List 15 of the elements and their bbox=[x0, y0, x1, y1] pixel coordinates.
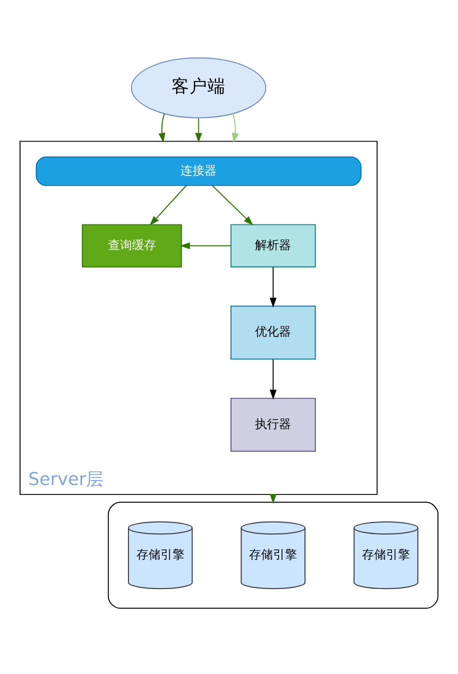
arrow bbox=[270, 358, 277, 400]
arrow bbox=[158, 113, 166, 143]
node-box: 优化器 bbox=[230, 306, 316, 360]
node-ellipse: 客户端 bbox=[130, 57, 266, 118]
arrow bbox=[232, 113, 239, 143]
node-box: 连接器 bbox=[36, 156, 362, 186]
arrow bbox=[212, 185, 254, 226]
node-box: 解析器 bbox=[230, 224, 316, 268]
arrow bbox=[195, 118, 202, 143]
arrow bbox=[270, 266, 277, 308]
arrow bbox=[180, 242, 232, 250]
node-box: 执行器 bbox=[230, 398, 316, 452]
cluster bbox=[108, 502, 438, 609]
arrow bbox=[150, 185, 187, 226]
node-box: 查询缓存 bbox=[82, 224, 182, 268]
